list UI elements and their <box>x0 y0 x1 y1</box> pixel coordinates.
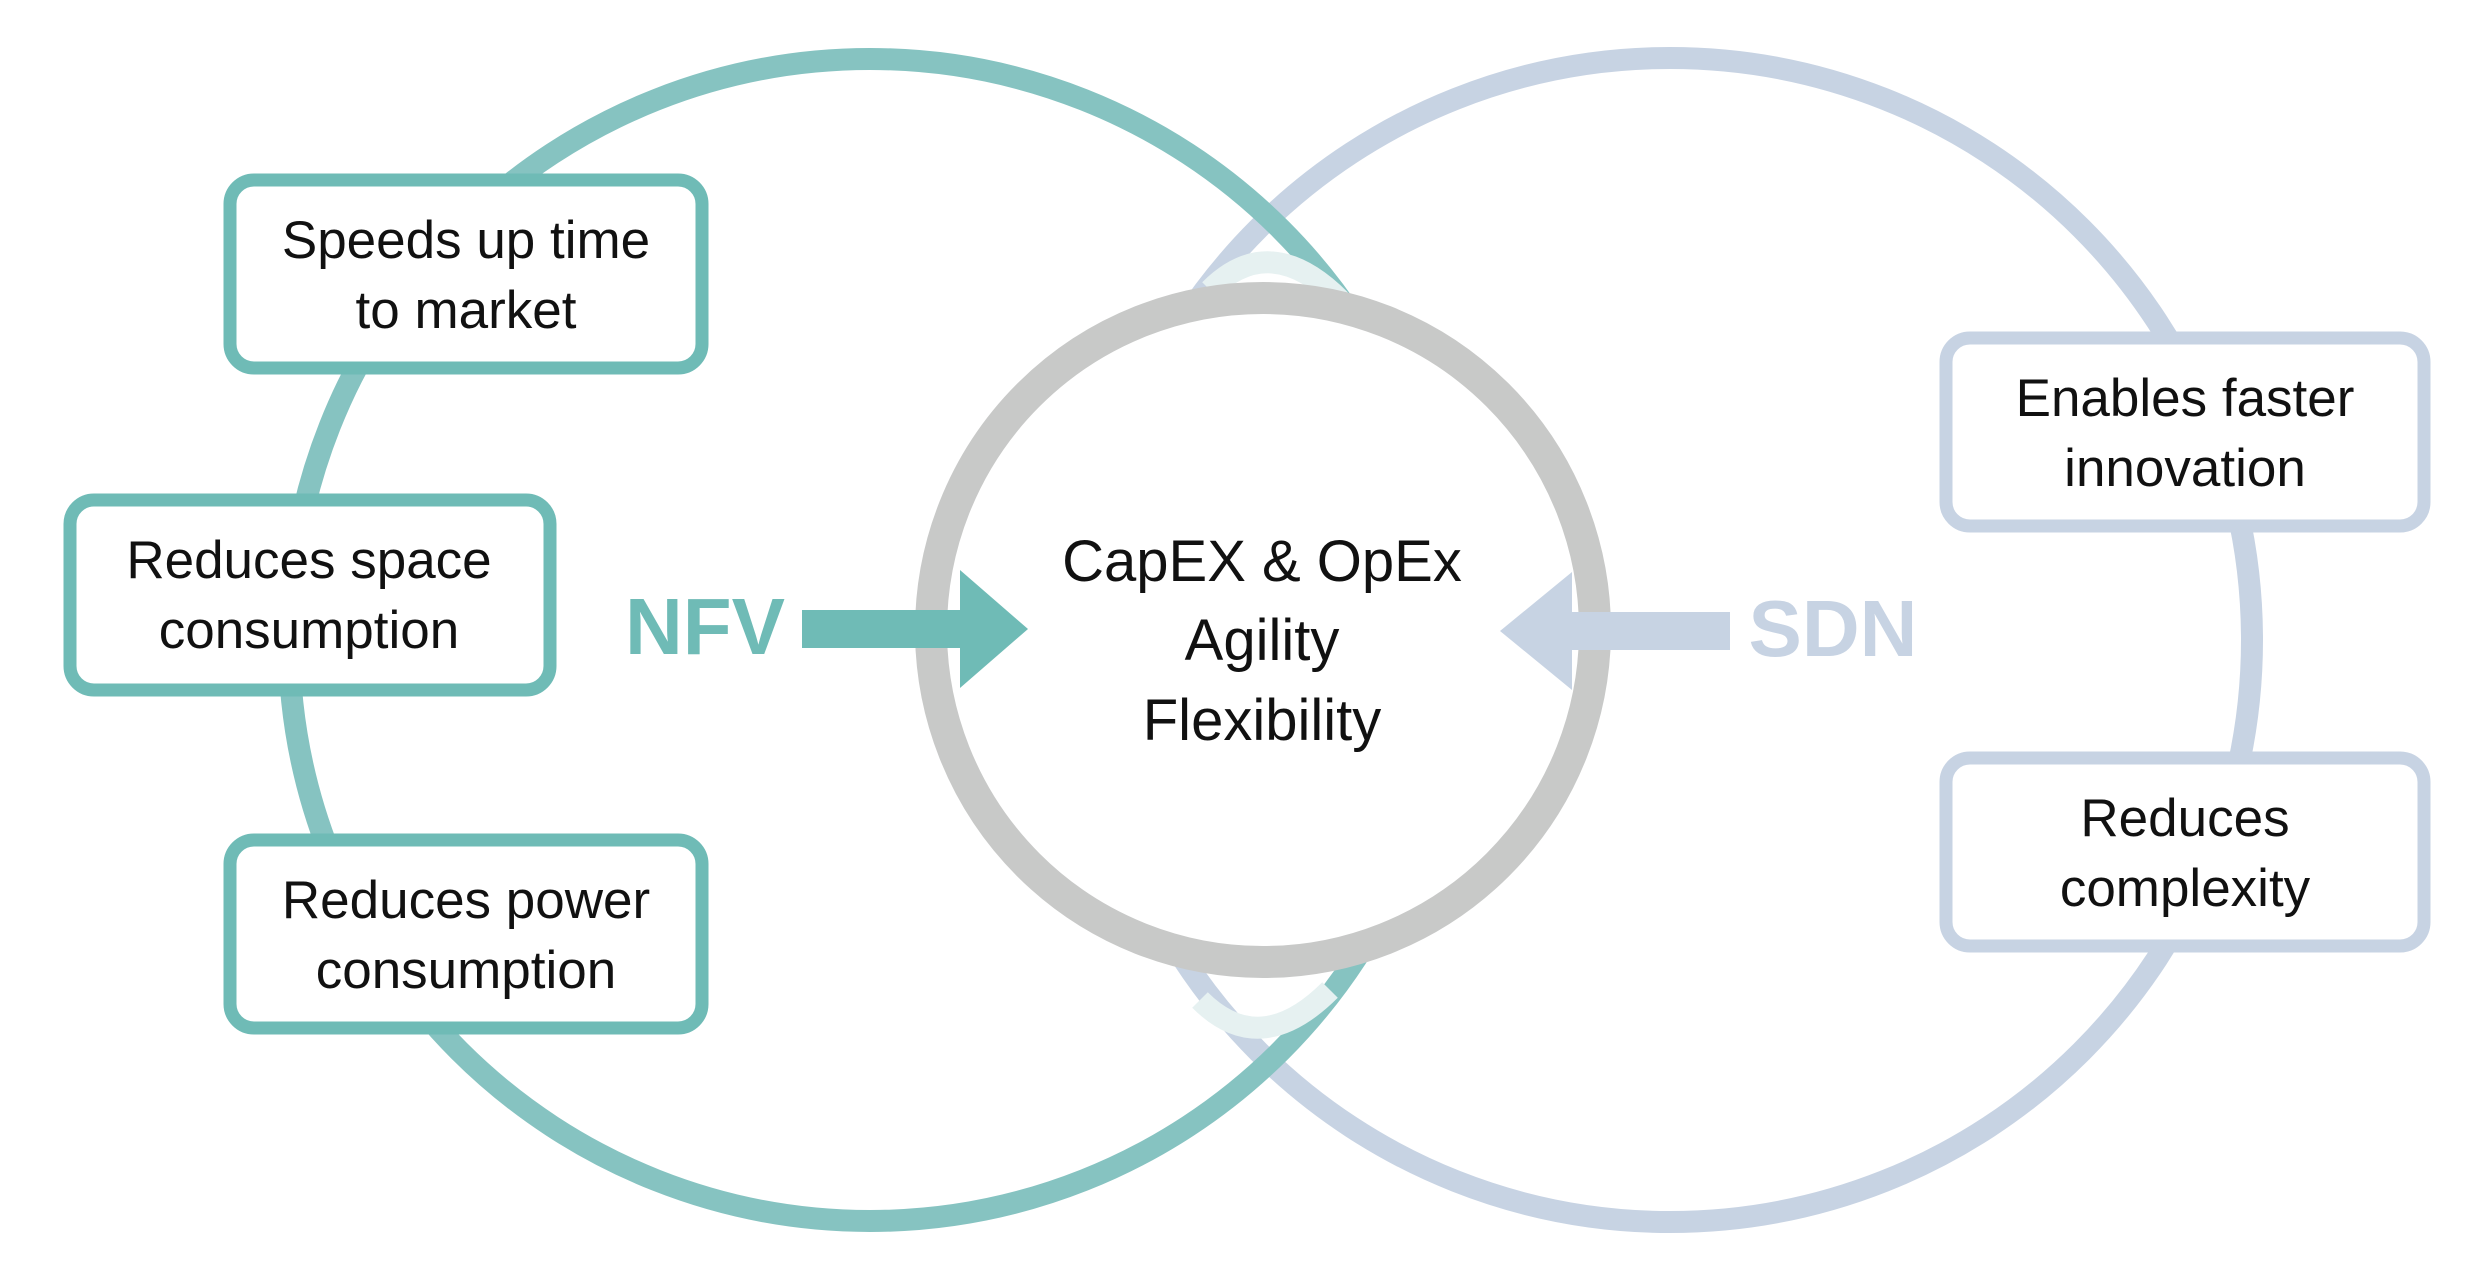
overlap-highlight-top <box>1202 251 1348 308</box>
sdn-benefit-complexity: Reduces complexity <box>1939 751 2431 953</box>
center-line-flexibility: Flexibility <box>1143 688 1382 753</box>
benefit-line: Reduces space <box>126 531 491 590</box>
nfv-benefit-time-to-market: Speeds up time to market <box>223 173 709 375</box>
nfv-benefit-space: Reduces space consumption <box>63 493 557 697</box>
benefit-line: innovation <box>2064 439 2306 498</box>
benefit-line: consumption <box>316 941 617 1000</box>
center-line-capex-opex: CapEX & OpEx <box>1062 529 1462 594</box>
overlap-highlight-bottom <box>1192 982 1338 1039</box>
sdn-arrow <box>1500 572 1730 690</box>
benefit-line: consumption <box>159 601 460 660</box>
benefit-line: Reduces <box>2080 789 2289 848</box>
center-text: CapEX & OpEx Agility Flexibility <box>1062 529 1462 753</box>
benefit-line: Speeds up time <box>282 211 650 270</box>
benefit-line: Enables faster <box>2016 369 2355 428</box>
center-line-agility: Agility <box>1185 608 1340 673</box>
nfv-label: NFV <box>625 582 785 671</box>
benefit-line: to market <box>356 281 577 340</box>
benefit-line: complexity <box>2060 859 2311 918</box>
sdn-benefit-innovation: Enables faster innovation <box>1939 331 2431 533</box>
nfv-benefit-power: Reduces power consumption <box>223 833 709 1035</box>
sdn-label: SDN <box>1749 584 1918 673</box>
nfv-arrow <box>802 570 1028 688</box>
benefit-line: Reduces power <box>282 871 650 930</box>
